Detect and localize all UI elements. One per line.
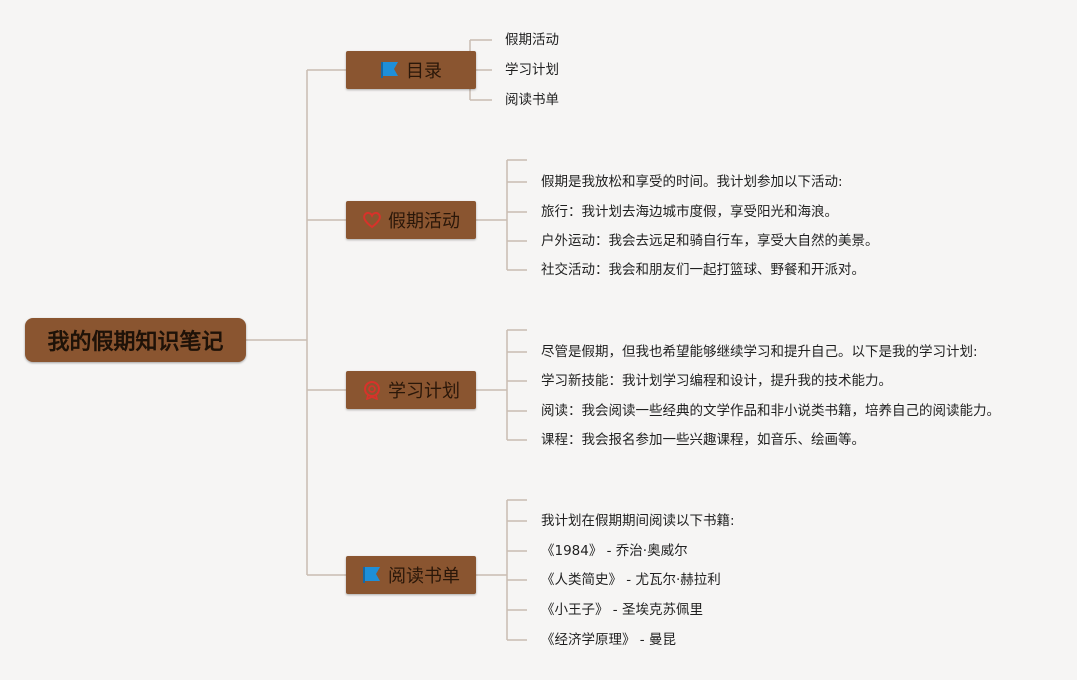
subtopic-item[interactable]: 课程：我会报名参加一些兴趣课程，如音乐、绘画等。 [541,432,865,448]
subtopic-item[interactable]: 假期是我放松和享受的时间。我计划参加以下活动: [541,174,843,190]
topic-label: 阅读书单 [388,566,460,587]
topic-holiday-activities[interactable]: 假期活动 [346,201,476,239]
subtopic-item[interactable]: 社交活动：我会和朋友们一起打篮球、野餐和开派对。 [541,262,865,278]
subtopic-item[interactable]: 旅行：我计划去海边城市度假，享受阳光和海浪。 [541,204,838,220]
flag-icon [362,566,382,584]
root-topic[interactable]: 我的假期知识笔记 [25,318,246,362]
topic-study-plan[interactable]: 学习计划 [346,371,476,409]
subtopic-item[interactable]: 阅读：我会阅读一些经典的文学作品和非小说类书籍，培养自己的阅读能力。 [541,403,1000,419]
subtopic-item[interactable]: 假期活动 [505,32,559,48]
root-title: 我的假期知识笔记 [47,330,224,355]
topic-table-of-contents[interactable]: 目录 [346,51,476,89]
subtopic-item[interactable]: 阅读书单 [505,92,559,108]
flag-icon [380,61,400,79]
subtopic-item[interactable]: 《1984》 - 乔治·奥威尔 [541,543,688,559]
subtopic-item[interactable]: 《人类简史》 - 尤瓦尔·赫拉利 [541,572,721,588]
topic-label: 目录 [406,61,442,82]
topic-label: 假期活动 [388,211,460,232]
badge-icon [362,380,382,400]
topic-label: 学习计划 [388,381,460,402]
subtopic-item[interactable]: 《经济学原理》 - 曼昆 [541,632,676,648]
subtopic-item[interactable]: 我计划在假期期间阅读以下书籍: [541,513,735,529]
subtopic-item[interactable]: 户外运动：我会去远足和骑自行车，享受大自然的美景。 [541,233,879,249]
subtopic-item[interactable]: 尽管是假期，但我也希望能够继续学习和提升自己。以下是我的学习计划: [541,344,978,360]
subtopic-item[interactable]: 《小王子》 - 圣埃克苏佩里 [541,602,703,618]
subtopic-item[interactable]: 学习新技能：我计划学习编程和设计，提升我的技术能力。 [541,373,892,389]
subtopic-item[interactable]: 学习计划 [505,62,559,78]
heart-icon [362,211,382,229]
topic-reading-list[interactable]: 阅读书单 [346,556,476,594]
